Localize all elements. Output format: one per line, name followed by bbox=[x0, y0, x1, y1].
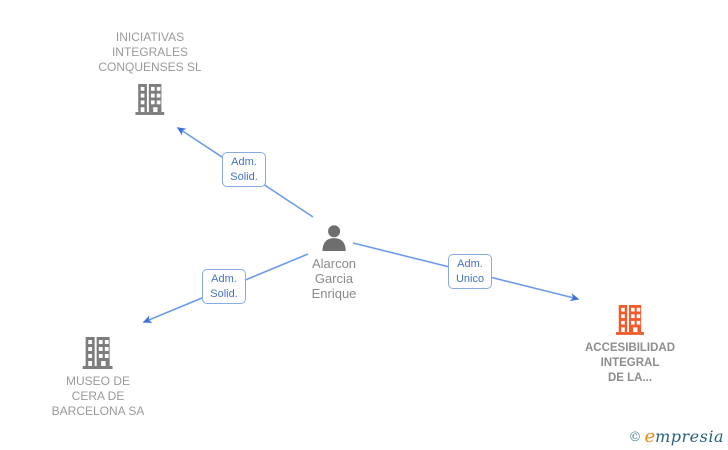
company-name-line: CONQUENSES SL bbox=[98, 60, 202, 74]
brand-initial: e bbox=[644, 426, 656, 447]
edge-label-line: Solid. bbox=[230, 170, 258, 183]
edge-label-adm-solid-iniciativas[interactable]: Adm. Solid. bbox=[222, 152, 266, 187]
company-name-line: INICIATIVAS bbox=[115, 30, 185, 44]
company-name-line: CERA DE bbox=[71, 389, 125, 403]
node-company-accesibilidad[interactable]: ACCESIBILIDAD INTEGRAL DE LA... bbox=[585, 302, 675, 386]
node-company-iniciativas[interactable]: INICIATIVAS INTEGRALES CONQUENSES SL bbox=[98, 30, 202, 115]
company-name-line: ACCESIBILIDAD bbox=[584, 342, 676, 354]
person-name-line: Enrique bbox=[311, 286, 357, 301]
building-icon bbox=[82, 335, 113, 369]
edge-label-line: Adm. bbox=[211, 272, 237, 285]
company-name-line: INTEGRALES bbox=[111, 45, 189, 59]
building-icon bbox=[616, 302, 644, 336]
company-name-line: INTEGRAL bbox=[600, 357, 660, 369]
edge-label-line: Unico bbox=[455, 272, 485, 285]
company-name-line: BARCELONA SA bbox=[51, 404, 145, 418]
company-name-line: MUSEO DE bbox=[65, 374, 131, 388]
edge-label-line: Adm. bbox=[457, 257, 483, 270]
empresia-logo: ©empresia bbox=[628, 426, 724, 447]
company-name: MUSEO DE CERA DE BARCELONA SA bbox=[52, 374, 145, 419]
person-name-line: Alarcon bbox=[311, 256, 357, 271]
copyright-icon: © bbox=[628, 430, 642, 445]
building-icon bbox=[135, 82, 165, 115]
person-icon bbox=[320, 223, 349, 252]
edge-label-line: Solid. bbox=[210, 287, 238, 300]
brand-text: mpresia bbox=[655, 427, 724, 446]
company-name: INICIATIVAS INTEGRALES CONQUENSES SL bbox=[98, 30, 201, 75]
node-person-alarcon[interactable]: Alarcon Garcia Enrique bbox=[312, 223, 357, 301]
company-name: ACCESIBILIDAD INTEGRAL DE LA... bbox=[585, 341, 675, 386]
node-company-museo[interactable]: MUSEO DE CERA DE BARCELONA SA bbox=[52, 335, 145, 419]
person-name-line: Garcia bbox=[314, 271, 354, 286]
edge-label-adm-unico-accesibilidad[interactable]: Adm. Unico bbox=[448, 254, 492, 289]
edge-label-line: Adm. bbox=[231, 155, 257, 168]
edge-label-adm-solid-museo[interactable]: Adm. Solid. bbox=[202, 269, 246, 304]
company-name-line: DE LA... bbox=[607, 372, 653, 384]
person-name: Alarcon Garcia Enrique bbox=[312, 256, 357, 301]
